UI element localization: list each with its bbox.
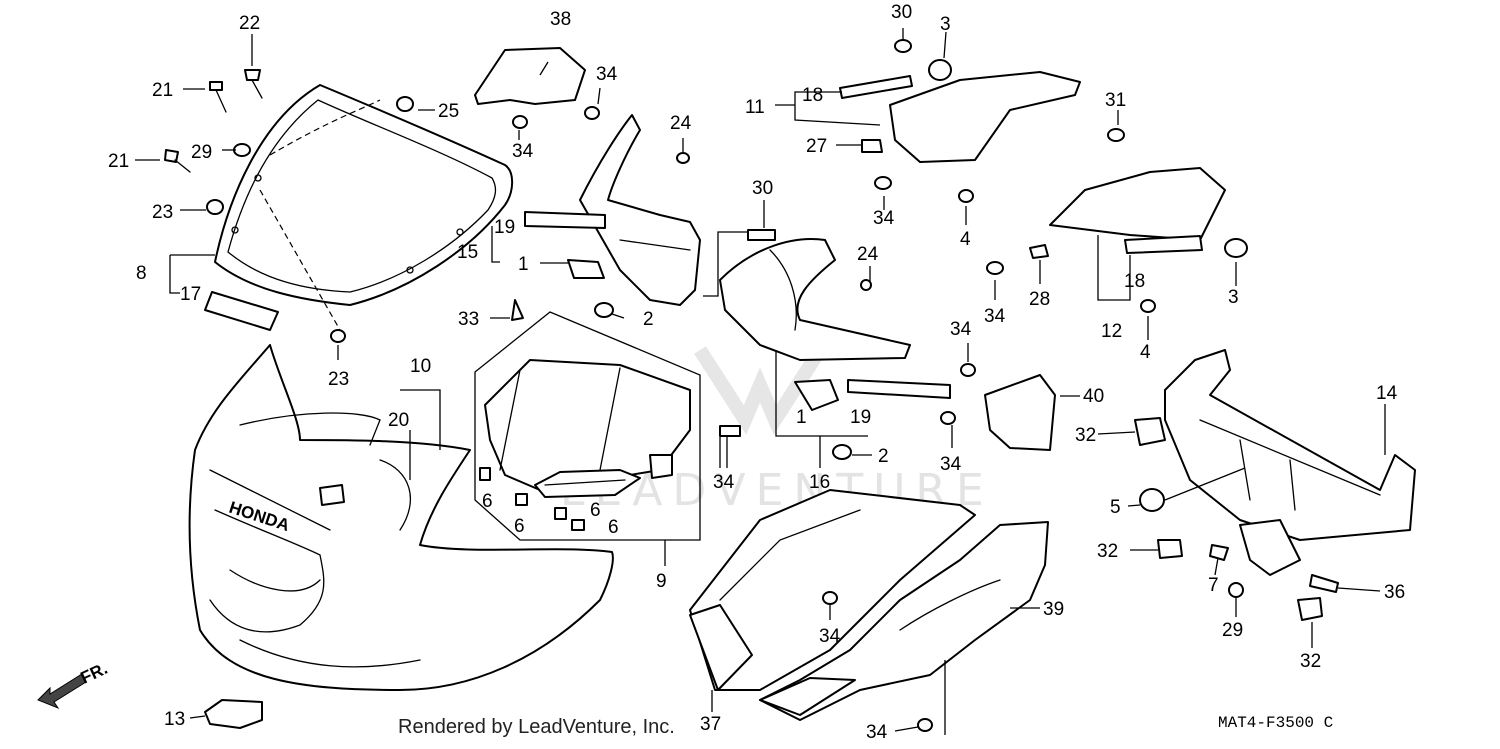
callout-19-right: 19 — [850, 407, 871, 428]
bracket-part-11 — [839, 71, 1081, 163]
bracket-part-38 — [474, 47, 586, 105]
callout-34-g: 34 — [940, 454, 962, 475]
callout-36: 36 — [1384, 582, 1405, 603]
callout-34-a: 34 — [596, 64, 618, 85]
air-duct-part-37 — [689, 489, 976, 691]
inner-panel-outline — [474, 311, 701, 541]
callout-20: 20 — [388, 410, 409, 431]
callout-12: 12 — [1101, 321, 1122, 342]
callout-3-lower: 3 — [1228, 287, 1239, 308]
air-duct-part-39 — [759, 521, 1049, 721]
callout-11: 11 — [745, 97, 765, 118]
callout-14: 14 — [1376, 383, 1398, 404]
callout-10: 10 — [410, 356, 431, 377]
callout-34-h: 34 — [819, 626, 841, 647]
upper-cowl-part: HONDA — [188, 344, 614, 691]
callout-15: 15 — [457, 242, 478, 263]
callout-34-e: 34 — [984, 306, 1006, 327]
callout-21-upper: 21 — [152, 80, 173, 101]
callout-24-lower: 24 — [857, 244, 879, 265]
callout-24-upper: 24 — [670, 113, 692, 134]
callout-17: 17 — [180, 284, 201, 305]
callout-34-b: 34 — [512, 141, 534, 162]
inner-cover-left — [719, 238, 951, 411]
callout-16: 16 — [809, 472, 830, 493]
bracket-part-40 — [984, 374, 1056, 451]
callout-21-lower: 21 — [108, 151, 129, 172]
callout-8: 8 — [136, 263, 147, 284]
callout-28: 29 — [1222, 620, 1243, 641]
callout-1-left: 1 — [518, 254, 529, 275]
callout-34-c: 34 — [713, 472, 735, 493]
callout-37: 37 — [700, 714, 721, 735]
callout-18-lower: 18 — [1124, 271, 1145, 292]
windscreen-seal-strip — [204, 291, 279, 331]
callout-9: 9 — [656, 571, 667, 592]
callout-6-b: 6 — [514, 516, 525, 537]
callout-numbers: 22 21 21 29 23 25 8 17 23 10 20 13 38 34… — [108, 2, 1405, 743]
callout-26-lower: 28 — [1029, 289, 1050, 310]
inner-panel-part — [479, 359, 691, 531]
fairing-stay — [1164, 349, 1416, 576]
callout-34-i: 34 — [866, 722, 888, 743]
callout-2-right: 2 — [878, 446, 889, 467]
drawing-code-id: MAT4-F3500 — [1218, 714, 1315, 732]
windscreen-screws — [164, 69, 414, 343]
render-credit: Rendered by LeadVenture, Inc. — [398, 716, 675, 738]
callout-18-upper: 18 — [802, 85, 823, 106]
leader-lines — [135, 28, 1386, 735]
callout-5: 5 — [1110, 497, 1121, 518]
callout-38: 38 — [550, 9, 571, 30]
callout-4-lower: 4 — [1140, 342, 1151, 363]
callout-22: 22 — [239, 13, 260, 34]
callout-32-right: 32 — [1300, 651, 1321, 672]
callout-6-a: 6 — [482, 491, 493, 512]
callout-30-lower: 31 — [1105, 90, 1126, 111]
callout-39: 39 — [1043, 599, 1064, 620]
callout-7: 7 — [1208, 575, 1219, 596]
callout-30-upper: 30 — [891, 2, 912, 23]
bracket-part-12 — [1029, 167, 1226, 259]
windscreen-part — [214, 84, 514, 331]
callout-2-left: 2 — [643, 309, 654, 330]
callout-23-lower: 23 — [328, 369, 349, 390]
cover-part — [204, 699, 263, 729]
callout-13: 13 — [164, 709, 185, 730]
callout-25: 25 — [438, 101, 459, 122]
callout-34-f: 34 — [950, 319, 972, 340]
inner-cover-right — [524, 114, 701, 306]
callout-6-c: 6 — [590, 500, 601, 521]
callout-19-left: 19 — [494, 217, 515, 238]
callout-40: 40 — [1083, 386, 1104, 407]
callout-31: 32 — [1075, 425, 1096, 446]
callout-26-upper: 27 — [806, 136, 827, 157]
callout-1-right: 1 — [796, 407, 807, 428]
callout-6-d: 6 — [608, 517, 619, 538]
front-direction-arrow: FR. — [37, 659, 111, 710]
callout-32-left: 32 — [1097, 541, 1118, 562]
callout-4-upper: 4 — [960, 229, 971, 250]
drawing-code: MAT4-F3500 C — [1218, 714, 1333, 732]
callout-34-d: 34 — [873, 208, 895, 229]
callout-23-upper: 23 — [152, 202, 173, 223]
callout-27: 29 — [191, 142, 212, 163]
small-fasteners — [511, 39, 1339, 732]
callout-3-upper: 3 — [940, 14, 951, 35]
drawing-revision: C — [1323, 714, 1334, 732]
callout-33: 33 — [458, 309, 479, 330]
callout-29: 30 — [752, 178, 773, 199]
